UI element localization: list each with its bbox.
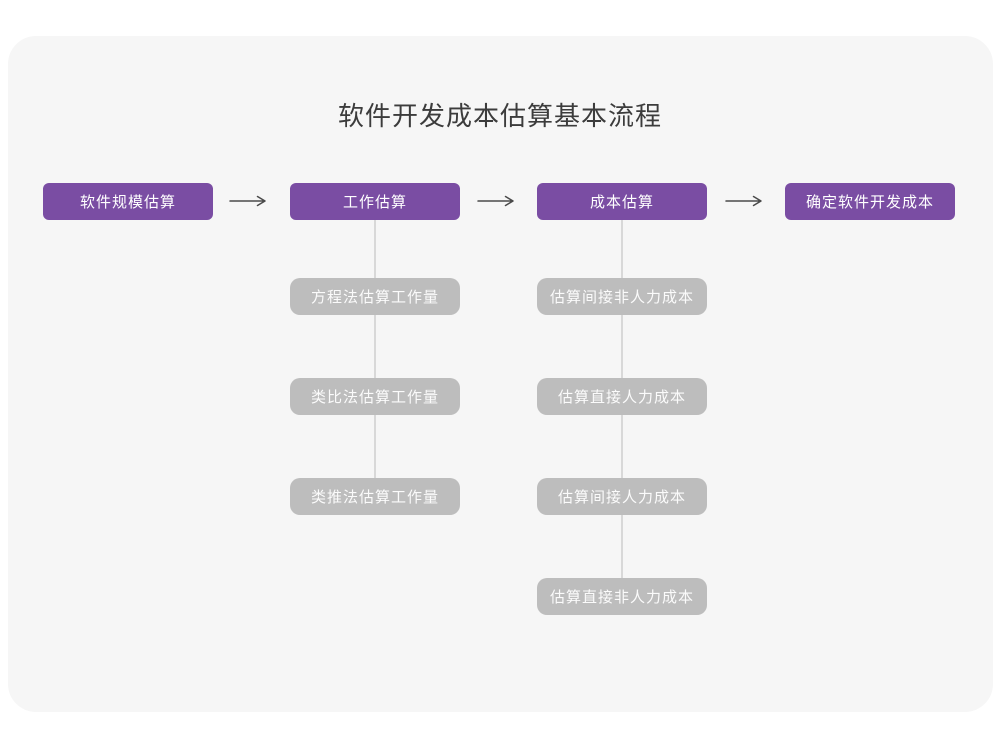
connector-line-work-estimation [374,220,376,490]
sub-node-extrapolation-method-workload: 类推法估算工作量 [290,478,460,515]
main-node-work-estimation: 工作估算 [290,183,460,220]
right-arrow-icon [229,195,266,207]
right-arrow-icon [725,195,762,207]
sub-node-indirect-labor-cost: 估算间接人力成本 [537,478,707,515]
diagram-title: 软件开发成本估算基本流程 [337,101,662,131]
sub-node-analogy-method-workload: 类比法估算工作量 [290,378,460,415]
sub-node-direct-labor-cost: 估算直接人力成本 [537,378,707,415]
main-node-cost-estimation: 成本估算 [537,183,707,220]
sub-node-equation-method-workload: 方程法估算工作量 [290,278,460,315]
right-arrow-icon [477,195,514,207]
sub-node-direct-non-labor-cost: 估算直接非人力成本 [537,578,707,615]
diagram-card [8,36,993,712]
main-node-determine-development-cost: 确定软件开发成本 [785,183,955,220]
main-node-software-scale-estimation: 软件规模估算 [43,183,213,220]
sub-node-indirect-non-labor-cost: 估算间接非人力成本 [537,278,707,315]
